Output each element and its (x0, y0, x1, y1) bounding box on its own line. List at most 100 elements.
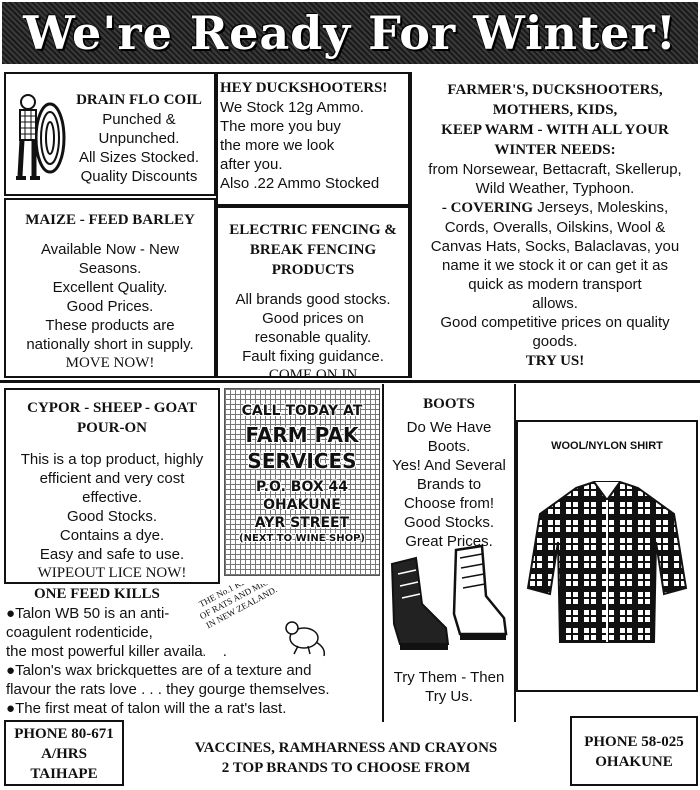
farmers-covering-first: Jerseys, Moleskins, (537, 199, 669, 216)
duckshooters-ad: HEY DUCKSHOOTERS! We Stock 12g Ammo. The… (216, 72, 410, 206)
feedkills-ad: ONE FEED KILLS ●Talon WB 50 is an anti- … (4, 584, 380, 722)
farmers-covering-label: - COVERING (441, 200, 534, 216)
feedkills-bullet-line: Talon's wax brickquettes are of a textur… (15, 662, 312, 679)
farmpak-name-line: FARM PAK (245, 423, 359, 447)
man-with-coil-illustration (16, 94, 66, 180)
feedkills-title: ONE FEED KILLS (34, 586, 160, 602)
cypor-line: Good Stocks. (66, 508, 158, 525)
boots-line: Great Prices. (405, 533, 493, 550)
taihape-phone-line: PHONE 80-671 (14, 726, 114, 742)
fencing-title-line: ELECTRIC FENCING & (229, 222, 397, 238)
boots-line: Do We Have (406, 419, 492, 436)
feedkills-bullet-line: Talon WB 50 is an anti- (15, 605, 170, 622)
farmers-brands-line: Wild Weather, Typhoon. (475, 180, 635, 197)
cypor-ad: CYPOR - SHEEP - GOAT POUR-ON This is a t… (4, 388, 220, 584)
fencing-title-line: PRODUCTS (271, 262, 355, 278)
cypor-line: Easy and safe to use. (39, 546, 185, 563)
boots-tagline-line: Try Us. (425, 688, 473, 705)
farmpak-town: OHAKUNE (263, 497, 341, 513)
drain-flo-line: Punched & (102, 111, 176, 128)
cypor-line: effective. (82, 489, 142, 506)
farmers-title-line: MOTHERS, KIDS, (492, 102, 618, 118)
farmers-items-line: allows. (532, 295, 578, 312)
cypor-title-line: CYPOR - SHEEP - GOAT (27, 400, 197, 416)
maize-ad: MAIZE - FEED BARLEY Available Now - New … (4, 198, 216, 378)
boots-line: Yes! And Several (392, 457, 506, 474)
duckshooters-title: HEY DUCKSHOOTERS! (220, 80, 388, 96)
fencing-line: Good prices on (262, 310, 364, 327)
header-banner: We're Ready For Winter! (2, 2, 698, 64)
farmers-items-line: Cords, Overalls, Oilskins, Wool & (444, 219, 666, 236)
feedkills-bullet-line: The first meat of talon will the a rat's… (15, 700, 287, 717)
ohakune-phone-line: OHAKUNE (595, 754, 673, 770)
maize-line: Available Now - New (40, 241, 180, 258)
cypor-title-line: POUR-ON (77, 420, 147, 436)
fencing-ad: ELECTRIC FENCING & BREAK FENCING PRODUCT… (216, 206, 410, 378)
duckshooters-line: the more we look (220, 137, 335, 154)
farmers-cta: TRY US! (525, 353, 585, 369)
farmpak-street: AYR STREET (254, 515, 350, 531)
maize-line: Good Prices. (66, 298, 154, 315)
boots-line: Boots. (427, 438, 471, 455)
fencing-line: resonable quality. (254, 329, 372, 346)
banner-title: We're Ready For Winter! (23, 6, 677, 60)
boots-tagline-line: Try Them - Then (393, 669, 505, 686)
fencing-title-line: BREAK FENCING (249, 242, 377, 258)
duckshooters-line: after you. (220, 156, 283, 173)
farmers-brands-line: from Norsewear, Bettacraft, Skellerup, (428, 161, 682, 178)
boots-ad: BOOTS Do We Have Boots. Yes! And Several… (382, 384, 516, 722)
drain-flo-ad: DRAIN FLO COIL Punched & Unpunched. All … (4, 72, 216, 196)
fencing-line: All brands good stocks. (235, 291, 391, 308)
drain-flo-line: All Sizes Stocked. (78, 149, 200, 166)
maize-line: These products are (45, 317, 175, 334)
farmers-title-line: WINTER NEEDS: (494, 142, 616, 158)
maize-line: nationally short in supply. (26, 336, 194, 353)
maize-cta: MOVE NOW! (65, 355, 155, 371)
farmpak-landmark: (NEXT TO WINE SHOP) (239, 533, 365, 544)
ohakune-phone-line: PHONE 58-025 (584, 734, 684, 750)
plaid-shirt-illustration (526, 481, 688, 643)
maize-line: Excellent Quality. (52, 279, 168, 296)
farmers-title-line: KEEP WARM - WITH ALL YOUR (441, 122, 669, 138)
farmers-items-line: Good competitive prices on quality (440, 314, 670, 331)
boots-title: BOOTS (423, 396, 475, 412)
footer-middle-line: VACCINES, RAMHARNESS AND CRAYONS (194, 740, 498, 756)
farmpak-call-today: CALL TODAY AT (241, 403, 363, 419)
footer-middle-line: 2 TOP BRANDS TO CHOOSE FROM (221, 760, 471, 776)
feedkills-bullet-line: the most powerful killer available. (6, 643, 227, 660)
duckshooters-line: Also .22 Ammo Stocked (220, 175, 380, 192)
duckshooters-line: We Stock 12g Ammo. (220, 99, 364, 116)
maize-line: Seasons. (78, 260, 142, 277)
shirt-label: WOOL/NYLON SHIRT (551, 440, 663, 452)
fencing-line: Fault fixing guidance. (242, 348, 384, 365)
bullet-icon: ● (6, 700, 16, 717)
farmers-warm-ad: FARMER'S, DUCKSHOOTERS, MOTHERS, KIDS, K… (410, 72, 698, 378)
farmpak-pobox: P.O. BOX 44 (255, 479, 349, 495)
bullet-icon: ● (6, 662, 16, 679)
cypor-line: efficient and very cost (39, 470, 185, 487)
farmpak-name-line: SERVICES (247, 449, 357, 473)
bullet-icon: ● (6, 605, 16, 622)
farmers-items-line: goods. (532, 333, 578, 350)
drain-flo-line: Unpunched. (98, 130, 180, 147)
farmers-items-line: quick as modern transport (468, 276, 642, 293)
footer-vaccines-banner: VACCINES, RAMHARNESS AND CRAYONS 2 TOP B… (126, 738, 566, 782)
feedkills-bullet-line: coagulent rodenticide, (6, 624, 153, 641)
phone-ohakune-box: PHONE 58-025 OHAKUNE (570, 716, 698, 786)
farmers-items-line: name it we stock it or can get it as (442, 257, 668, 274)
cypor-line: This is a top product, highly (20, 451, 204, 468)
cypor-line: Contains a dye. (59, 527, 165, 544)
phone-taihape-box: PHONE 80-671 A/HRS TAIHAPE (4, 720, 124, 786)
boots-line: Choose from! (403, 495, 495, 512)
farmers-items-line: Canvas Hats, Socks, Balaclavas, you (430, 238, 680, 255)
boots-line: Brands to (416, 476, 482, 493)
rat-illustration (285, 621, 326, 657)
fencing-cta: COME ON IN (268, 367, 358, 378)
feedkills-bullet-line: flavour the rats love . . . they gourge … (6, 681, 330, 698)
section-divider (0, 380, 700, 383)
farmers-title-line: FARMER'S, DUCKSHOOTERS, (447, 82, 663, 98)
maize-title: MAIZE - FEED BARLEY (25, 212, 195, 228)
cypor-cta: WIPEOUT LICE NOW! (37, 565, 187, 581)
taihape-phone-line: TAIHAPE (30, 766, 98, 782)
drain-flo-line: Quality Discounts (80, 168, 198, 185)
